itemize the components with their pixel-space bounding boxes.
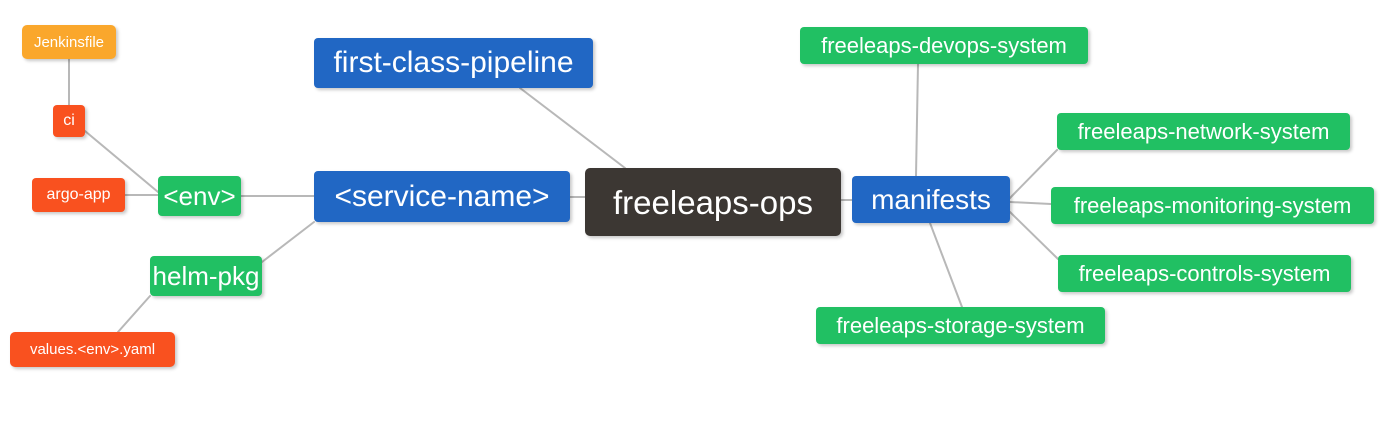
- mindmap-node-label: freeleaps-controls-system: [1078, 260, 1331, 286]
- mindmap-node-label: ci: [63, 112, 75, 129]
- mindmap-edge: [915, 63, 919, 177]
- mindmap-node-label: freeleaps-ops: [613, 183, 813, 221]
- mindmap-node-label: first-class-pipeline: [333, 46, 574, 79]
- mindmap-edge: [519, 87, 626, 169]
- mindmap-node-label: manifests: [871, 183, 991, 215]
- mindmap-node-label: Jenkinsfile: [33, 33, 105, 51]
- mindmap-node-label: freeleaps-storage-system: [836, 312, 1085, 338]
- mindmap-edge: [117, 295, 151, 333]
- mindmap-node-devops[interactable]: freeleaps-devops-system: [800, 27, 1088, 64]
- mindmap-node-service-name[interactable]: <service-name>: [314, 171, 570, 222]
- mindmap-node-label: freeleaps-monitoring-system: [1073, 192, 1352, 218]
- mindmap-node-monitoring[interactable]: freeleaps-monitoring-system: [1051, 187, 1374, 224]
- mindmap-node-label: <service-name>: [334, 179, 550, 213]
- mindmap-node-env[interactable]: <env>: [158, 176, 241, 216]
- mindmap-node-label: argo-app: [46, 186, 111, 203]
- mindmap-node-helm-pkg[interactable]: helm-pkg: [150, 256, 262, 296]
- mindmap-node-label: freeleaps-network-system: [1077, 118, 1330, 144]
- mindmap-edge: [1009, 201, 1052, 205]
- mindmap-node-values-yaml[interactable]: values.<env>.yaml: [10, 332, 175, 367]
- mindmap-edge: [929, 222, 963, 308]
- mindmap-node-manifests[interactable]: manifests: [852, 176, 1010, 223]
- mindmap-node-jenkinsfile[interactable]: Jenkinsfile: [22, 25, 116, 59]
- mindmap-node-label: <env>: [163, 181, 236, 211]
- mindmap-node-storage[interactable]: freeleaps-storage-system: [816, 307, 1105, 344]
- mindmap-node-ci[interactable]: ci: [53, 105, 85, 137]
- mindmap-node-pipeline[interactable]: first-class-pipeline: [314, 38, 593, 88]
- mindmap-node-root[interactable]: freeleaps-ops: [585, 168, 841, 236]
- mindmap-edge: [1009, 149, 1058, 199]
- mindmap-node-label: freeleaps-devops-system: [821, 32, 1067, 58]
- mindmap-node-label: helm-pkg: [152, 261, 260, 291]
- mindmap-node-label: values.<env>.yaml: [29, 341, 156, 358]
- mindmap-node-controls[interactable]: freeleaps-controls-system: [1058, 255, 1351, 292]
- mindmap-node-network[interactable]: freeleaps-network-system: [1057, 113, 1350, 150]
- mindmap-edge: [261, 221, 315, 263]
- mindmap-node-argo-app[interactable]: argo-app: [32, 178, 125, 212]
